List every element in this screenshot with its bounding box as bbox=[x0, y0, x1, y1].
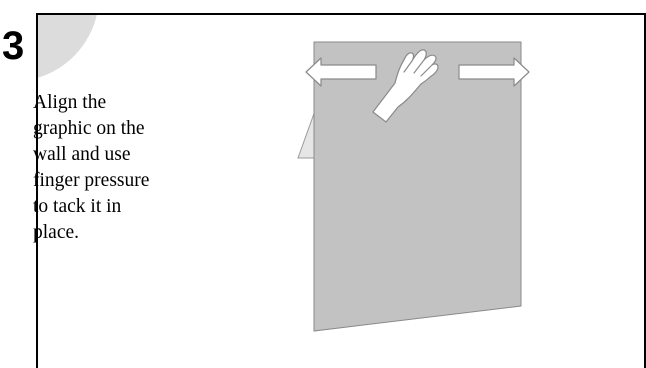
instruction-line: graphic on the bbox=[33, 116, 203, 142]
instruction-line: place. bbox=[33, 220, 203, 246]
backing-paper bbox=[298, 108, 316, 158]
instruction-line: to tack it in bbox=[33, 194, 203, 220]
step-number: 3 bbox=[2, 26, 24, 66]
instruction-text: Align the graphic on the wall and use fi… bbox=[33, 90, 203, 246]
instruction-line: wall and use bbox=[33, 142, 203, 168]
instruction-line: finger pressure bbox=[33, 168, 203, 194]
instruction-line: Align the bbox=[33, 90, 203, 116]
step-badge bbox=[37, 14, 97, 78]
